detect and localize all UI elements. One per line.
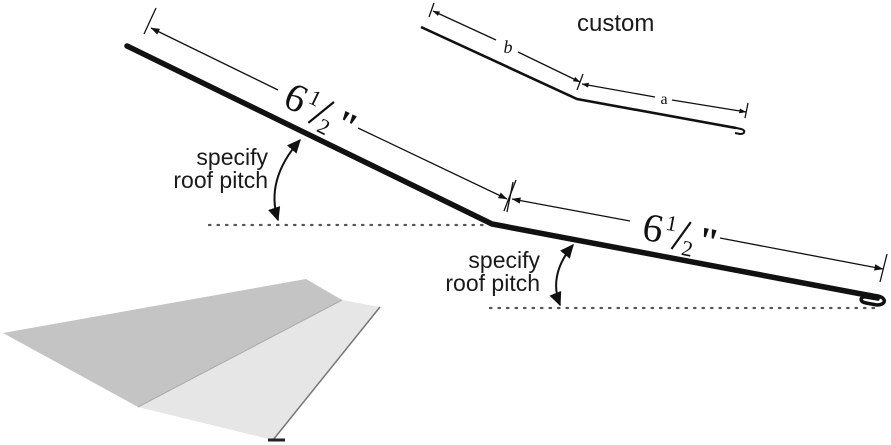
upper-dim-arrow-2	[357, 127, 508, 200]
lower-pitch-arc	[549, 243, 574, 307]
main-profile	[124, 43, 886, 307]
upper-dim-unit: "	[327, 102, 364, 149]
upper-pitch-label: specify roof pitch	[173, 144, 268, 193]
lower-pitch-label-line2: roof pitch	[445, 270, 540, 296]
inset-label-b: b	[504, 37, 513, 57]
lower-pitch-label: specify roof pitch	[445, 247, 540, 296]
inset-tick-1	[428, 2, 435, 18]
lower-dimension: 6 1 2 "	[506, 181, 888, 283]
lower-dim-num: 1	[664, 210, 679, 237]
panel-bottom-edge	[272, 306, 381, 441]
panel-illustration	[3, 279, 381, 442]
lower-dim-arrow-2	[719, 237, 884, 271]
hem-fold	[858, 291, 886, 307]
panel-light-face	[138, 300, 380, 440]
upper-dim-tick-start	[143, 7, 157, 35]
upper-pitch-label-line1: specify	[196, 144, 268, 170]
inset-tick-3	[744, 102, 749, 119]
panel-dark-face	[3, 279, 342, 407]
lower-dim-tick-end	[879, 253, 888, 283]
inset-dim-a-arrow-2	[671, 99, 747, 114]
inset-dim-b-arrow-1	[432, 10, 497, 41]
lower-dim-arrow-1	[511, 197, 631, 222]
lower-dim-tick-start	[506, 181, 514, 213]
custom-label: custom	[577, 10, 654, 37]
lower-dim-unit: "	[694, 219, 723, 264]
upper-dim-label: 6 1 2 "	[277, 73, 364, 149]
profile-line	[124, 43, 875, 299]
inset-dim-b-arrow-2	[517, 51, 581, 83]
inset-profile-line	[420, 25, 737, 130]
inset-dim-a-arrow-1	[581, 82, 656, 98]
upper-pitch-arc	[268, 138, 301, 222]
lower-dim-whole: 6	[639, 204, 667, 252]
custom-inset: custom b a	[420, 2, 749, 136]
panel-fold-line	[137, 299, 343, 408]
inset-label-a: a	[660, 91, 667, 108]
inset-hem	[731, 126, 746, 136]
lower-dim-den: 2	[680, 235, 695, 262]
lower-pitch-label-line1: specify	[468, 247, 540, 273]
upper-pitch-label-line2: roof pitch	[173, 167, 268, 193]
upper-dim-arrow-1	[150, 27, 279, 91]
